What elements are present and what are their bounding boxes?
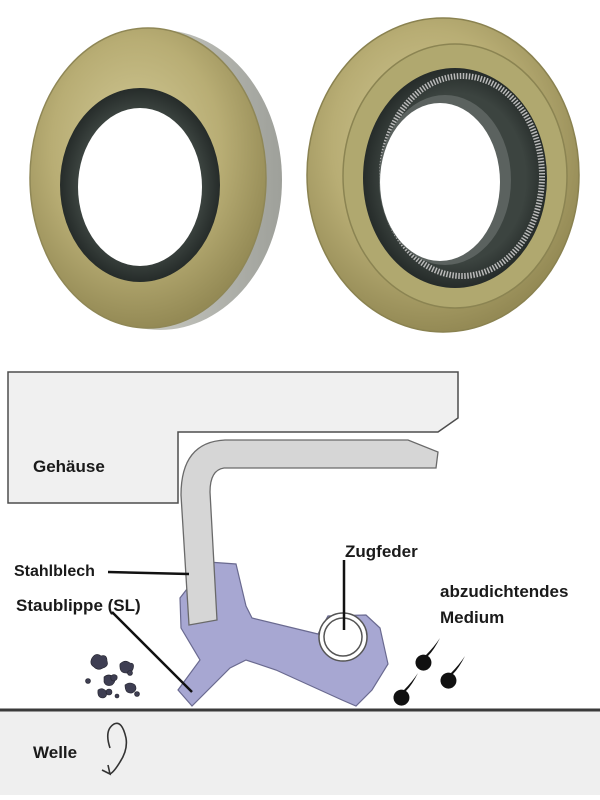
dirt-particles-icon [85, 654, 140, 699]
seal-photo-front [29, 27, 282, 330]
label-medium-line1: abzudichtendes [440, 582, 569, 601]
label-tension-spring: Zugfeder [345, 542, 418, 561]
label-dust-lip: Staublippe (SL) [16, 596, 141, 615]
steel-case [180, 439, 439, 626]
label-medium-line2: Medium [440, 608, 505, 627]
label-housing: Gehäuse [33, 457, 105, 476]
housing-shape [7, 371, 459, 504]
label-shaft: Welle [33, 743, 78, 762]
shaft-shape [0, 710, 600, 795]
elastomer-body [177, 561, 389, 707]
label-sheet-steel: Stahlblech [14, 563, 95, 580]
leader-dust-lip [111, 611, 193, 693]
leader-sheet-steel [107, 570, 190, 576]
seal-photo-back [306, 17, 580, 333]
oil-droplets-icon [393, 638, 465, 706]
rotation-arrow-icon [101, 722, 128, 776]
